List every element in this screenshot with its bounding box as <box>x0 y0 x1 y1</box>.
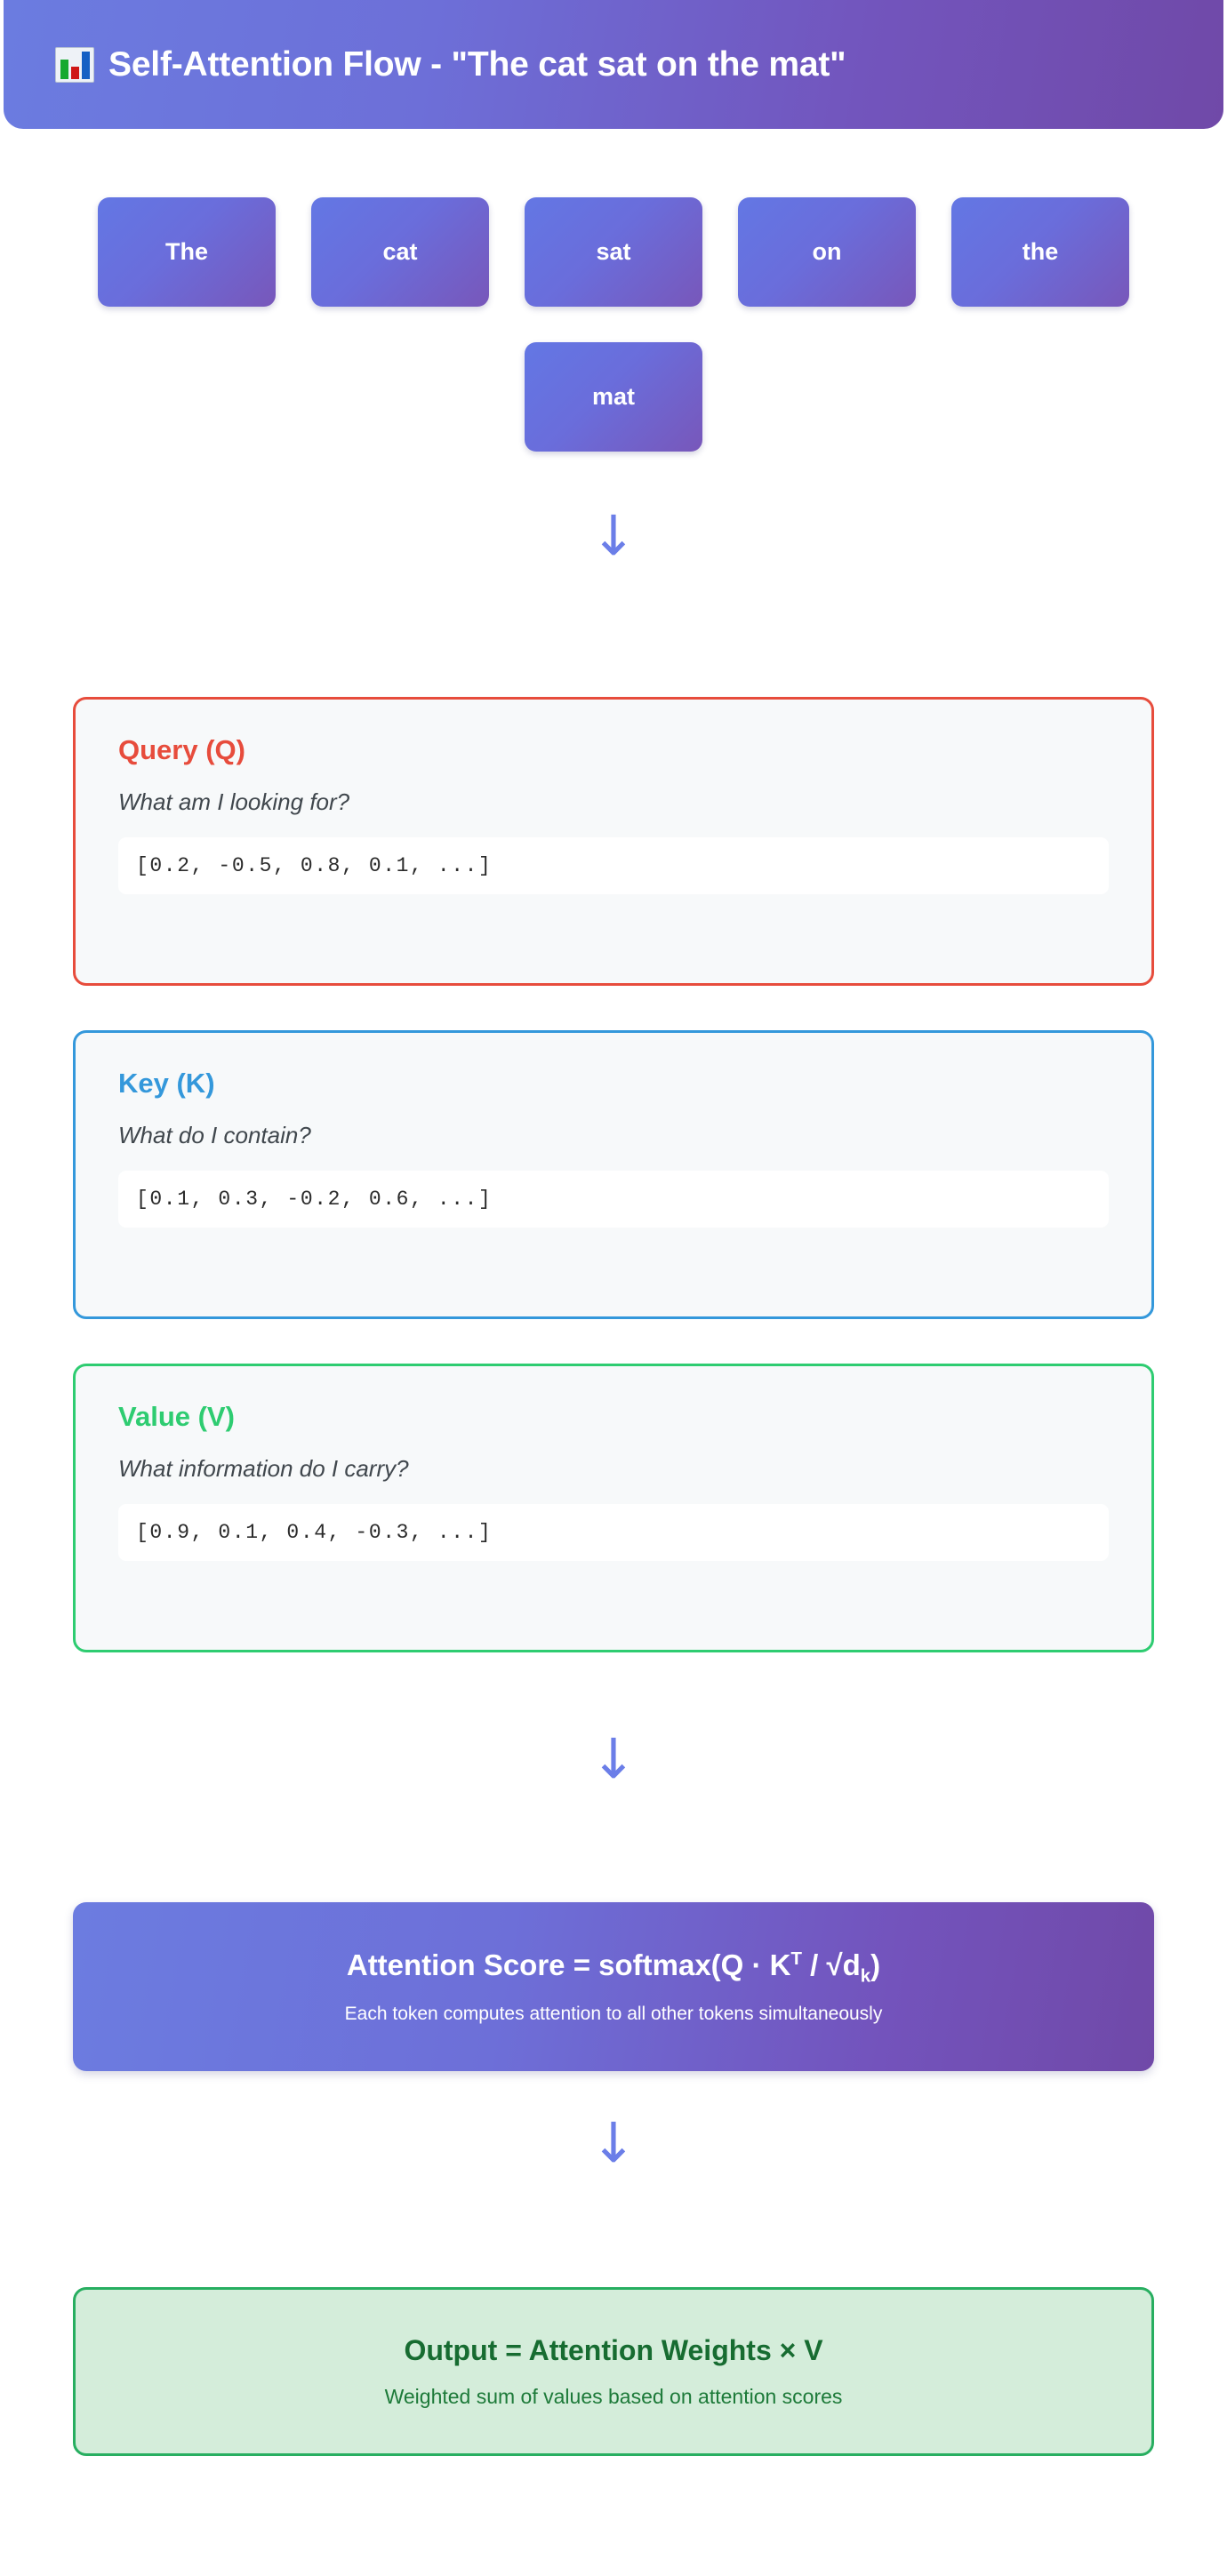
key-card-subtitle: What do I contain? <box>118 1122 311 1149</box>
page-title: Self-Attention Flow - "The cat sat on th… <box>55 45 846 84</box>
token-chip[interactable]: The <box>98 197 276 307</box>
key-vector-value: [0.1, 0.3, -0.2, 0.6, ...] <box>118 1171 1109 1228</box>
bar-chart-icon <box>55 46 94 83</box>
token-chip[interactable]: on <box>738 197 916 307</box>
down-arrow-icon: ↓ <box>590 503 637 568</box>
formula-prefix: Attention Score = softmax(Q · K <box>346 1948 791 1982</box>
output-caption: Weighted sum of values based on attentio… <box>384 2385 843 2408</box>
value-card-title: Value (V) <box>118 1401 235 1432</box>
attention-score-formula: Attention Score = softmax(Q · KT / √dk) <box>347 1948 880 1988</box>
attention-score-box: Attention Score = softmax(Q · KT / √dk) … <box>73 1902 1154 2071</box>
attention-score-caption: Each token computes attention to all oth… <box>344 2003 883 2024</box>
key-card-title: Key (K) <box>118 1068 215 1099</box>
query-card-title: Query (Q) <box>118 734 245 765</box>
token-chip[interactable]: sat <box>525 197 702 307</box>
token-chip[interactable]: mat <box>525 342 702 452</box>
token-chip[interactable]: cat <box>311 197 489 307</box>
value-vector-value: [0.9, 0.1, 0.4, -0.3, ...] <box>118 1504 1109 1562</box>
output-box: Output = Attention Weights × V Weighted … <box>73 2287 1154 2456</box>
down-arrow-icon: ↓ <box>590 1726 637 1791</box>
page-title-text: Self-Attention Flow - "The cat sat on th… <box>108 44 846 84</box>
query-vector-value: [0.2, -0.5, 0.8, 0.1, ...] <box>118 837 1109 895</box>
token-chip[interactable]: the <box>951 197 1129 307</box>
query-card-subtitle: What am I looking for? <box>118 788 350 816</box>
formula-suffix: ) <box>870 1948 881 1982</box>
value-card: Value (V) What information do I carry? [… <box>73 1364 1154 1652</box>
value-card-subtitle: What information do I carry? <box>118 1455 409 1483</box>
output-formula: Output = Attention Weights × V <box>404 2334 823 2366</box>
formula-mid: / √d <box>801 1948 861 1982</box>
key-card: Key (K) What do I contain? [0.1, 0.3, -0… <box>73 1030 1154 1319</box>
page-header: Self-Attention Flow - "The cat sat on th… <box>4 0 1223 129</box>
token-list: The cat sat on the mat <box>73 197 1154 452</box>
formula-superscript: T <box>790 1948 802 1970</box>
query-card: Query (Q) What am I looking for? [0.2, -… <box>73 697 1154 986</box>
formula-subscript: k <box>860 1965 871 1987</box>
down-arrow-icon: ↓ <box>590 2110 637 2175</box>
